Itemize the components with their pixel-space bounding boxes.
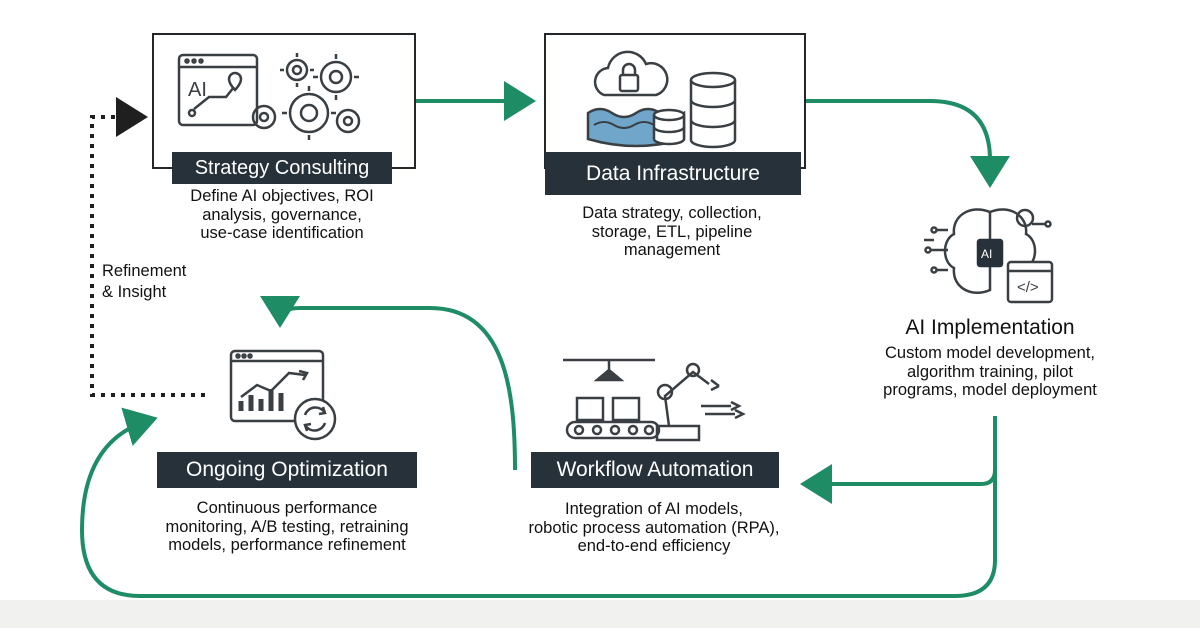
browser-ai-icon <box>177 53 259 127</box>
strategy-title: Strategy Consulting <box>172 152 392 184</box>
ai-icons: AI </> <box>924 208 1054 304</box>
code-window-icon <box>1006 260 1054 304</box>
workflow-desc-line: robotic process automation (RPA), <box>528 518 780 537</box>
ai-desc-line: algorithm training, pilot <box>907 362 1073 381</box>
optimization-title: Ongoing Optimization <box>157 452 417 488</box>
optimization-desc-line: monitoring, A/B testing, retraining <box>165 517 409 536</box>
ai-brain-icon <box>924 208 1052 294</box>
ai-description: Custom model development, algorithm trai… <box>840 344 1140 400</box>
workflow-title: Workflow Automation <box>531 452 779 488</box>
strategy-desc-line: use-case identification <box>200 224 364 242</box>
arrow-ai-to-workflow <box>800 416 997 504</box>
data-card <box>544 33 806 169</box>
conveyor-icon <box>563 358 661 440</box>
strategy-description: Define AI objectives, ROI analysis, gove… <box>132 187 432 243</box>
ai-chip-text: AI <box>981 247 992 261</box>
workflow-desc-line: Integration of AI models, <box>565 500 743 518</box>
workflow-description: Integration of AI models, robotic proces… <box>494 500 814 556</box>
arrow-workflow-to-optimization <box>260 295 517 471</box>
analytics-chart-icon <box>229 349 325 423</box>
strategy-desc-line: Define AI objectives, ROI <box>190 187 374 205</box>
arrow-feedback-dotted <box>90 97 205 397</box>
ai-desc-line: Custom model development, <box>884 344 1096 362</box>
browser-ai-text: AI <box>188 79 207 101</box>
strategy-card: AI <box>152 33 416 169</box>
ai-desc-line: programs, model deployment <box>883 381 1097 399</box>
strategy-icons: AI <box>177 53 361 140</box>
data-desc-line: Data strategy, collection, <box>582 204 762 222</box>
optimization-desc-line: Continuous performance <box>196 499 378 517</box>
feedback-label: Refinement & Insight <box>102 261 186 303</box>
optimization-desc-line: models, performance refinement <box>168 536 406 554</box>
optimization-icons <box>229 349 337 441</box>
code-window-text: </> <box>1017 279 1039 296</box>
data-icons <box>586 50 737 149</box>
workflow-icons <box>563 358 746 442</box>
data-desc-line: storage, ETL, pipeline <box>591 222 753 241</box>
robot-arm-icon <box>655 362 746 442</box>
ai-title: AI Implementation <box>905 316 1075 339</box>
workflow-desc-line: end-to-end efficiency <box>577 537 731 555</box>
arrow-data-to-ai <box>803 99 1010 188</box>
footer-strip <box>0 600 1200 628</box>
feedback-label-line: & Insight <box>102 283 167 301</box>
strategy-desc-line: analysis, governance, <box>202 205 362 224</box>
feedback-label-line: Refinement <box>102 262 187 280</box>
gears-icon <box>251 53 361 140</box>
cloud-lock-icon <box>593 50 669 97</box>
refresh-icon <box>293 397 337 441</box>
database-icon <box>652 71 737 149</box>
arrow-loop-to-optimization <box>79 407 997 598</box>
data-title: Data Infrastructure <box>545 152 801 195</box>
data-description: Data strategy, collection, storage, ETL,… <box>522 204 822 260</box>
data-desc-line: management <box>623 241 721 259</box>
optimization-description: Continuous performance monitoring, A/B t… <box>132 499 442 555</box>
